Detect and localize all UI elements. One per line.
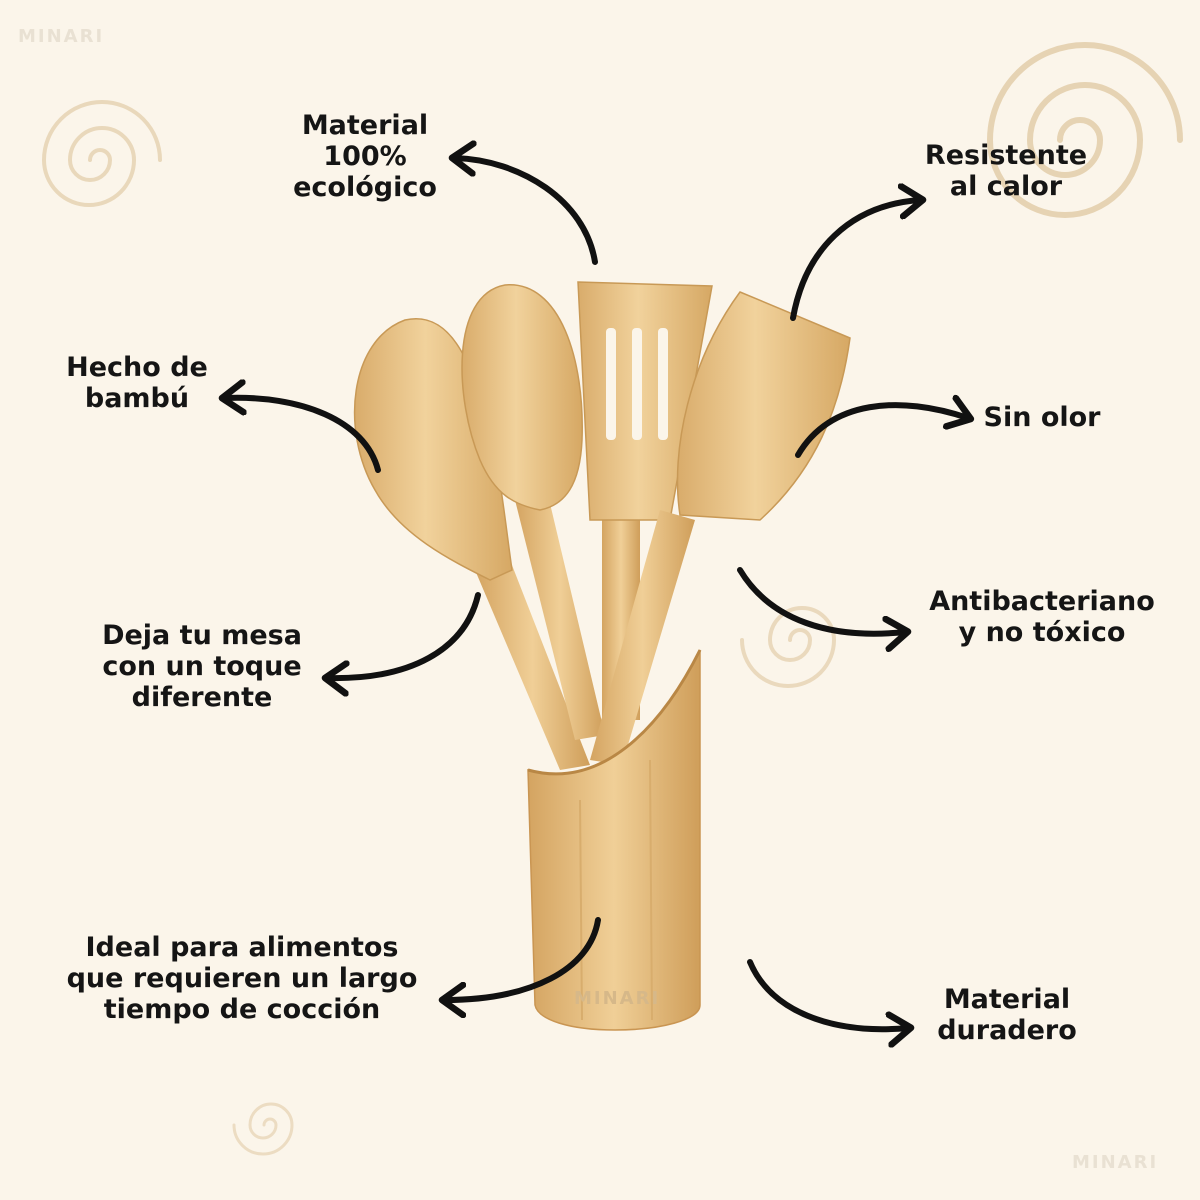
feature-line: 100% — [323, 141, 407, 172]
feature-line: Ideal para alimentos — [85, 932, 399, 963]
feature-coccion: Ideal para alimentos que requieren un la… — [50, 932, 434, 1025]
feature-ecologico: Material 100% ecológico — [282, 110, 448, 203]
arrow-antibacteriano — [737, 567, 905, 634]
bamboo-utensils — [353, 281, 851, 1031]
watermark-bottom-right: MINARI — [1072, 1152, 1159, 1173]
feature-line: ecológico — [293, 172, 437, 203]
feature-mesa: Deja tu mesa con un toque diferente — [88, 620, 316, 713]
feature-line: Deja tu mesa — [102, 620, 302, 651]
spiral-decoration-bottom-left — [232, 1102, 294, 1156]
feature-line: y no tóxico — [958, 617, 1126, 648]
watermark-top-left: MINARI — [18, 26, 105, 47]
feature-line: Antibacteriano — [929, 586, 1155, 617]
spiral-decoration-middle-right — [740, 606, 837, 688]
feature-arrows — [225, 158, 968, 1029]
arrow-calor — [790, 200, 920, 321]
feature-line: tiempo de cocción — [103, 994, 381, 1025]
feature-olor: Sin olor — [975, 402, 1109, 433]
arrow-coccion — [445, 917, 601, 1000]
arrow-mesa — [328, 592, 481, 678]
utensil-holder — [527, 649, 702, 1031]
feature-line: Material — [943, 984, 1071, 1015]
feature-line: bambú — [84, 383, 190, 414]
spiral-decoration-top-left — [41, 100, 162, 207]
feature-calor: Resistente al calor — [918, 140, 1094, 202]
feature-line: duradero — [937, 1015, 1077, 1046]
arrow-duradero — [747, 959, 908, 1029]
arrow-ecologico — [455, 158, 598, 265]
spiral-decoration-top-right — [986, 42, 1183, 218]
feature-line: con un toque — [102, 651, 302, 682]
feature-line: diferente — [131, 682, 273, 713]
feature-line: al calor — [949, 171, 1063, 202]
arrow-olor — [795, 405, 968, 458]
feature-line: Material — [301, 110, 429, 141]
feature-duradero: Material duradero — [926, 984, 1088, 1046]
feature-line: Hecho de — [66, 352, 208, 383]
feature-antibacteriano: Antibacteriano y no tóxico — [912, 586, 1172, 648]
feature-line: Sin olor — [983, 402, 1101, 433]
arrow-bambu — [225, 398, 381, 473]
watermark-holder: MINARI — [574, 988, 661, 1009]
feature-bambu: Hecho de bambú — [52, 352, 222, 414]
flat-spatula — [590, 291, 851, 765]
feature-line: que requieren un largo — [66, 963, 418, 994]
spoon — [461, 284, 605, 740]
feature-line: Resistente — [924, 140, 1088, 171]
